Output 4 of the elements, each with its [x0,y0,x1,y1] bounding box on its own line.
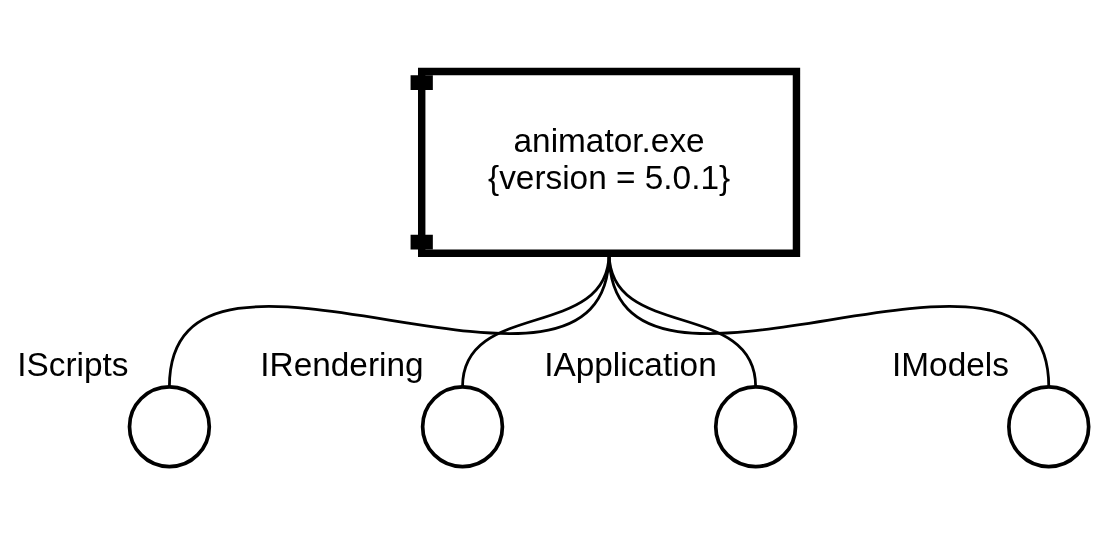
node-label: IRendering [260,345,424,383]
node-label: IApplication [544,345,717,383]
node-label: IScripts [17,345,129,383]
node-label: IModels [892,345,1009,383]
